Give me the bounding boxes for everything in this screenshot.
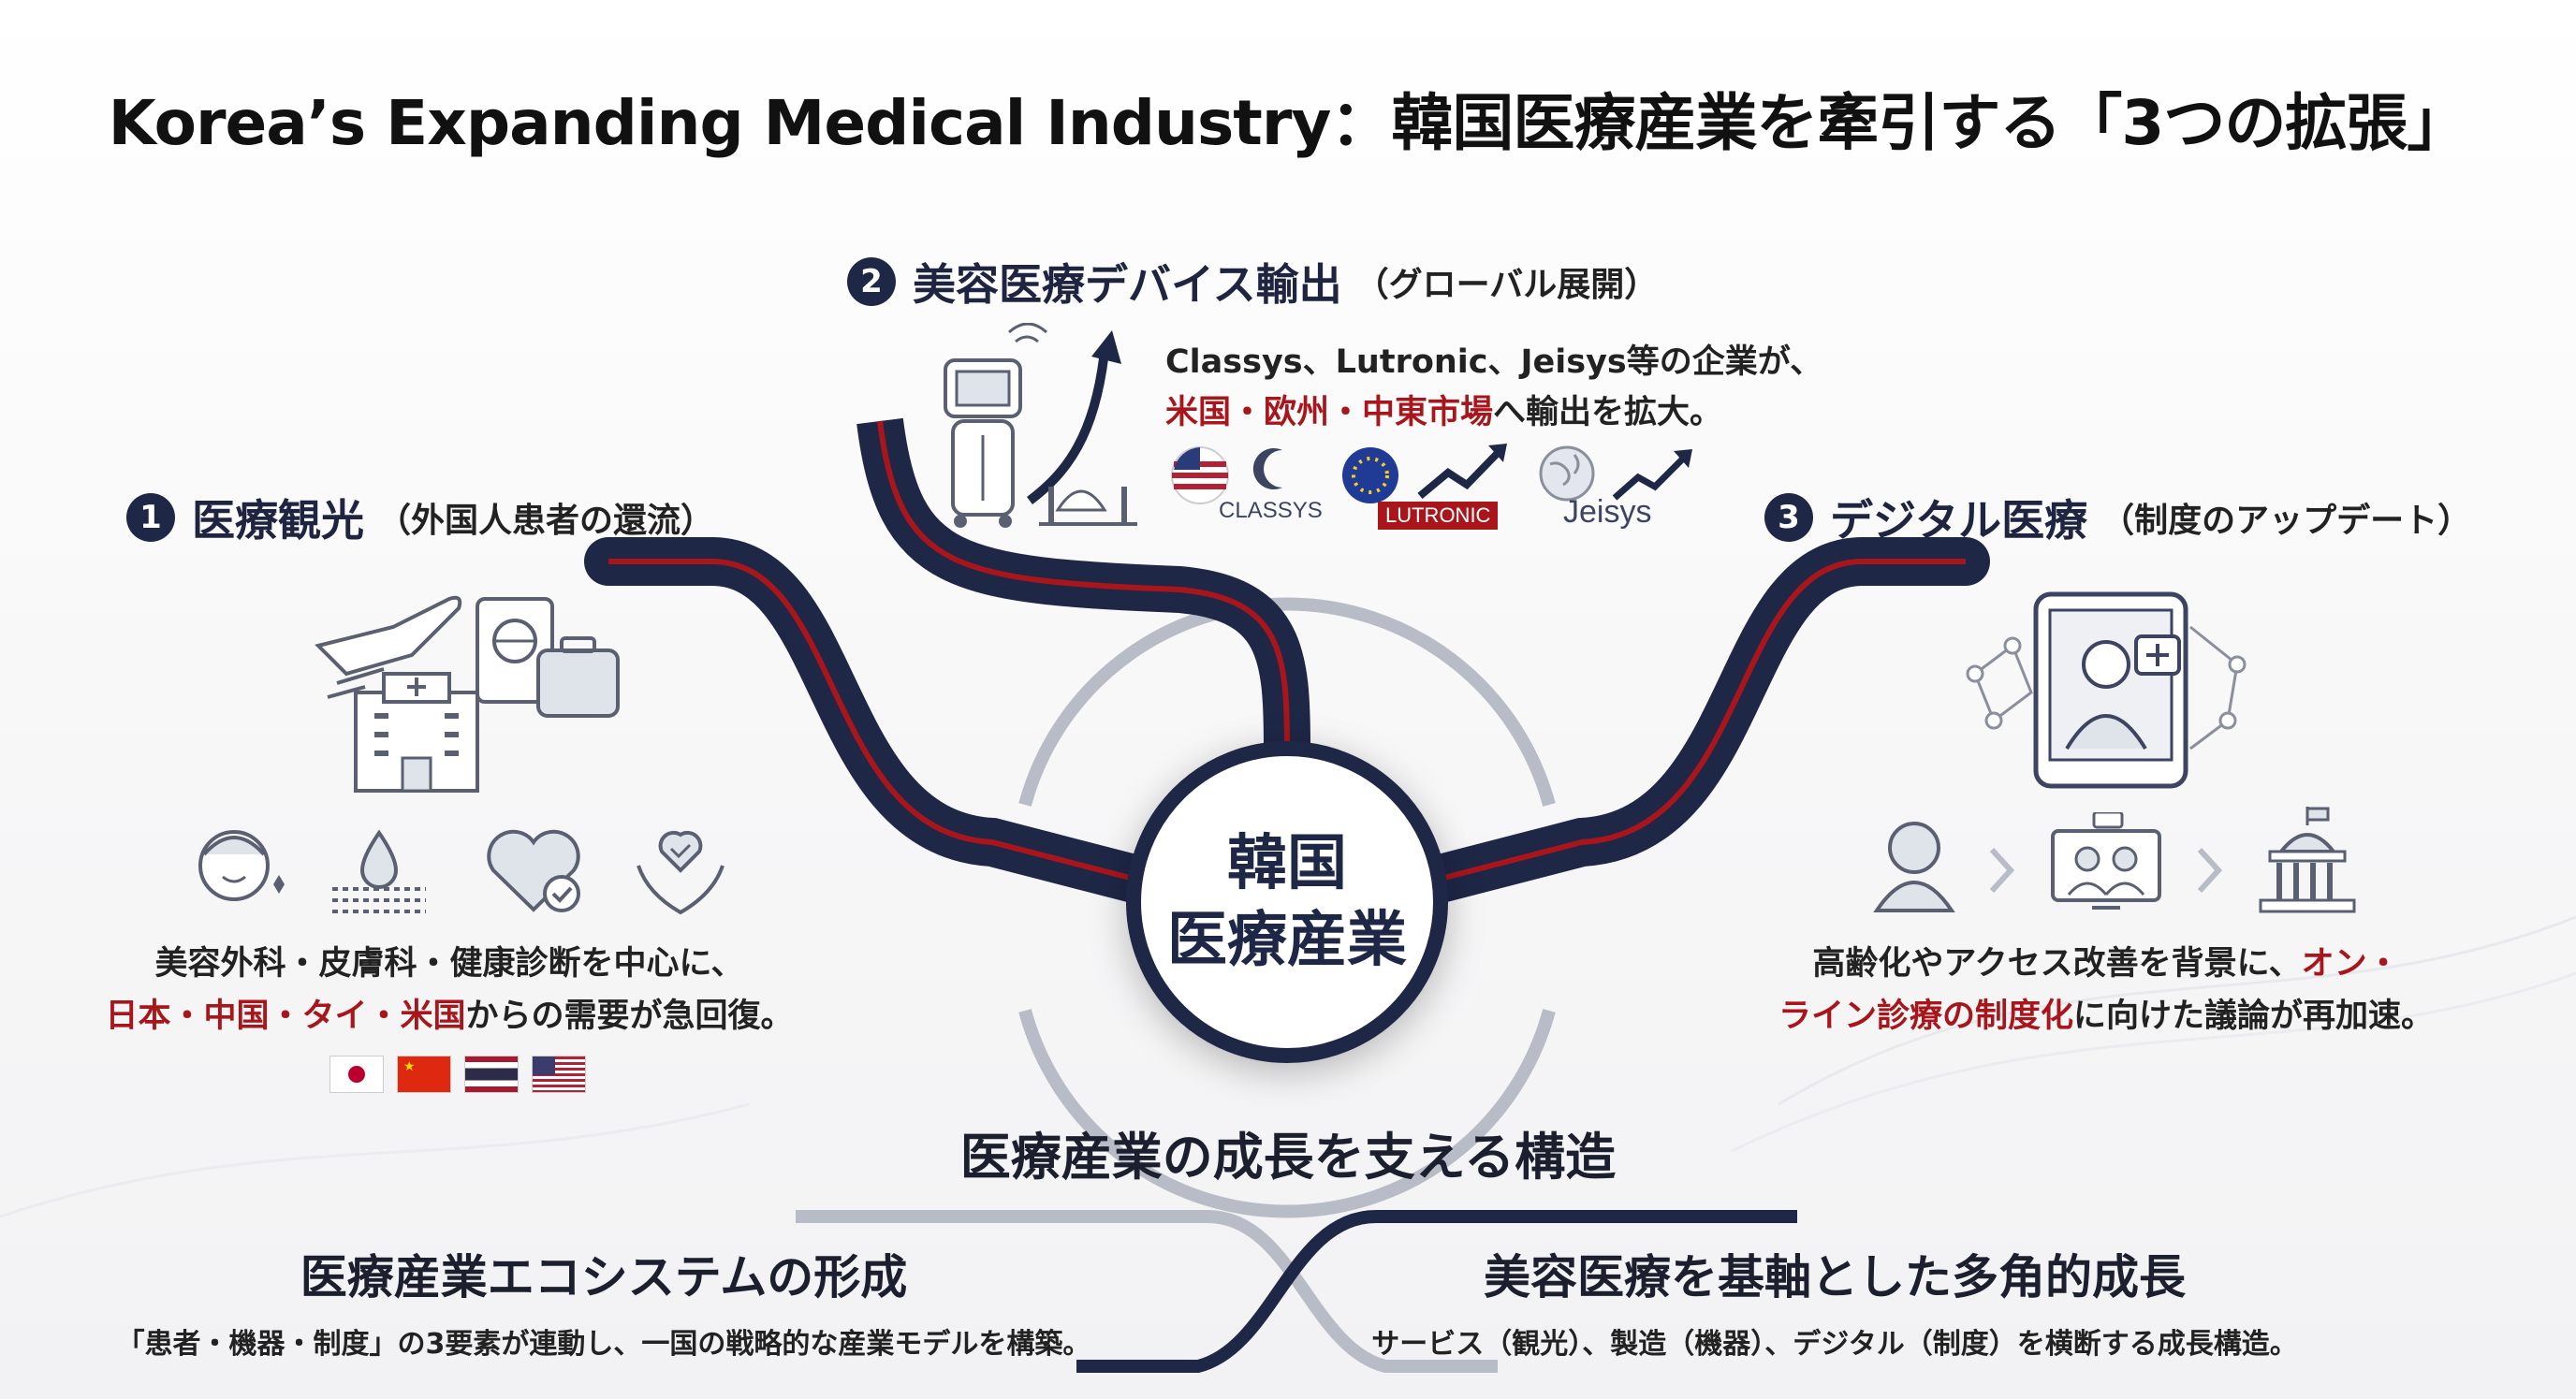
eu-flag-circle-icon: [1342, 447, 1398, 503]
center-ring-bottom: [1018, 1009, 1556, 1218]
structure-heading: 医療産業の成長を支える構造: [959, 1128, 1617, 1187]
thailand-flag-icon: [464, 1056, 519, 1093]
care-hands-icon: [637, 830, 724, 915]
tourism-description: 美容外科・皮膚科・健康診断を中心に、 日本・中国・タイ・米国からの需要が急回復。: [84, 938, 814, 1042]
section-subtitle: （外国人患者の還流）: [377, 502, 715, 540]
section-subtitle: （グローバル展開）: [1354, 266, 1659, 304]
growth-arrow-icon: [1417, 444, 1507, 500]
tourism-desc-line2: 日本・中国・タイ・米国からの需要が急回復。: [84, 990, 814, 1042]
devices-desc-line1: Classys、Lutronic、Jeisys等の企業が、: [1165, 343, 1823, 381]
elderly-person-icon: [1873, 822, 1955, 912]
section-title: 医療観光: [192, 495, 364, 546]
devices-description: Classys、Lutronic、Jeisys等の企業が、 米国・欧州・中東市場…: [1165, 337, 1822, 438]
classys-moon-icon: [1252, 448, 1282, 489]
tourism-desc-line1: 美容外科・皮膚科・健康診断を中心に、: [154, 945, 744, 983]
digital-desc-line1: 高齢化やアクセス改善を背景に、オン・: [1750, 938, 2462, 990]
video-call-icon: [2051, 812, 2161, 910]
section-title: 美容医療デバイス輸出: [913, 259, 1342, 310]
section-tourism-heading: 1 医療観光 （外国人患者の還流）: [126, 487, 714, 548]
center-ring-top: [1018, 597, 1556, 807]
bottom-ribbon-gray: [796, 1210, 1498, 1373]
bottom-ribbon-navy: [1076, 1210, 1797, 1373]
section-number-badge: 1: [126, 493, 175, 542]
diversified-growth-description: サービス（観光）、製造（機器）、デジタル（制度）を横断する成長構造。: [1371, 1328, 2298, 1361]
section-digital-heading: 3 デジタル医療 （制度のアップデート）: [1764, 487, 2471, 548]
chevron-right-icon: [2197, 847, 2223, 894]
section-number-badge: 3: [1764, 493, 1813, 542]
skin-drop-icon: [332, 829, 426, 913]
digital-desc-highlight: ライン診療の制度化: [1778, 998, 2073, 1035]
tourism-desc-highlight: 日本・中国・タイ・米国: [105, 998, 466, 1035]
heart-check-icon: [487, 829, 580, 912]
government-building-icon: [2259, 807, 2356, 913]
device-export-icon: [944, 323, 1137, 528]
devices-desc-highlight: 米国・欧州・中東市場: [1165, 394, 1494, 431]
globe-icon: [1539, 445, 1595, 502]
section-title: デジタル医療: [1830, 495, 2088, 546]
tourism-desc-rest: からの需要が急回復。: [465, 998, 794, 1035]
jeisys-logo: Jeisys: [1563, 494, 1652, 530]
page-title: Korea’s Expanding Medical Industry：韓国医療産…: [108, 87, 2469, 159]
diversified-growth-title: 美容医療を基軸とした多角的成長: [1484, 1250, 2186, 1304]
structure-left-block: 医療産業エコシステムの形成 「患者・機器・制度」の3要素が連動し、一国の戦略的な…: [84, 1240, 1123, 1362]
lutronic-logo: LUTRONIC: [1378, 502, 1499, 530]
telemedicine-tablet-icon: [1966, 591, 2247, 789]
china-flag-icon: ★: [397, 1056, 451, 1093]
digital-description: 高齢化やアクセス改善を背景に、オン・ ライン診療の制度化に向けた議論が再加速。: [1750, 938, 2462, 1042]
japan-flag-icon: [329, 1056, 384, 1093]
ecosystem-description: 「患者・機器・制度」の3要素が連動し、一国の戦略的な産業モデルを構築。: [116, 1328, 1091, 1361]
country-flags: ★: [329, 1056, 592, 1097]
company-logos: CLASSYS LUTRONIC Jeisys: [1170, 440, 1694, 543]
center-label-line1: 韓国: [1227, 829, 1347, 898]
digital-desc-line1-text: 高齢化やアクセス改善を背景に、: [1812, 945, 2302, 983]
ecosystem-title: 医療産業エコシステムの形成: [300, 1250, 908, 1304]
digital-desc-line1-highlight: オン・: [2301, 945, 2400, 983]
section-number-badge: 2: [847, 257, 896, 306]
usa-flag-circle-icon: [1171, 446, 1229, 504]
beauty-face-icon: [198, 830, 285, 901]
usa-flag-icon: [532, 1056, 586, 1093]
growth-arrow-icon: [1612, 449, 1692, 501]
devices-desc-line2: 米国・欧州・中東市場へ輸出を拡大。: [1165, 387, 1822, 438]
center-hub: 韓国 医療産業: [1126, 741, 1448, 1063]
center-label-line2: 医療産業: [1167, 906, 1407, 975]
medical-travel-icon: [315, 595, 620, 793]
structure-right-block: 美容医療を基軸とした多角的成長 サービス（観光）、製造（機器）、デジタル（制度）…: [1348, 1240, 2321, 1362]
chevron-right-icon: [1989, 847, 2015, 894]
digital-desc-rest: に向けた議論が再加速。: [2073, 998, 2435, 1035]
classys-logo: CLASSYS: [1219, 498, 1323, 523]
digital-desc-line2: ライン診療の制度化に向けた議論が再加速。: [1750, 990, 2462, 1042]
devices-desc-rest: へ輸出を拡大。: [1493, 394, 1723, 431]
section-subtitle: （制度のアップデート）: [2100, 502, 2472, 540]
section-devices-heading: 2 美容医療デバイス輸出 （グローバル展開）: [847, 251, 1658, 313]
